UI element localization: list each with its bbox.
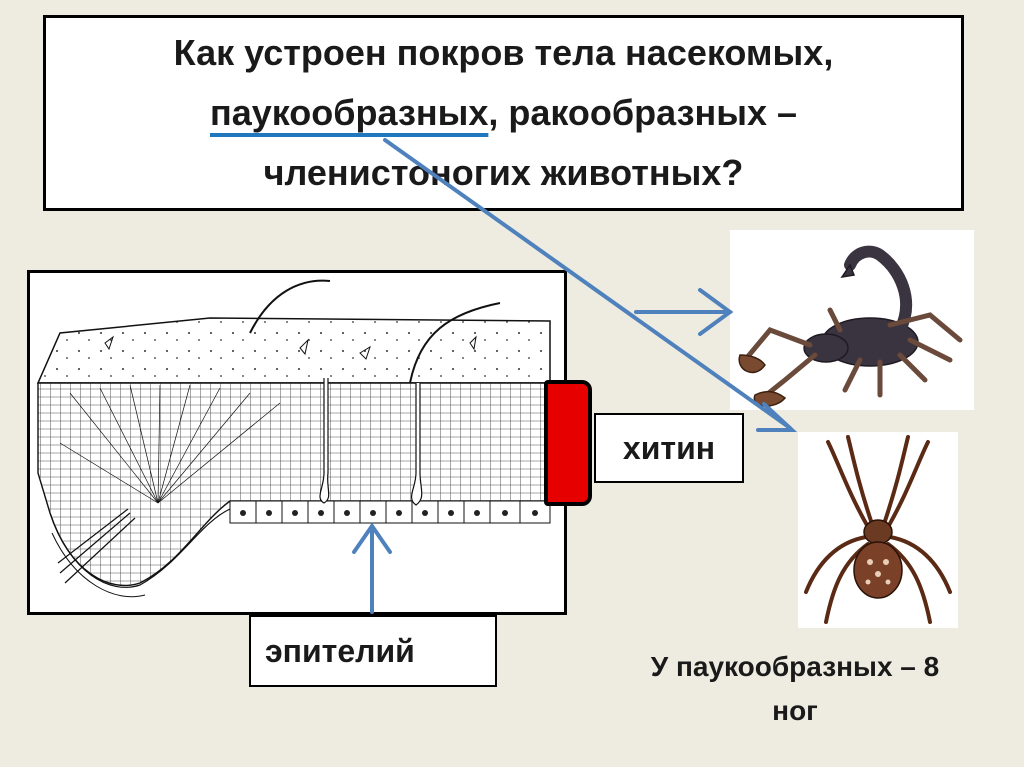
epithelium-label-box: эпителий [249, 615, 497, 687]
scorpion-image [730, 230, 974, 410]
legs-caption: У паукообразных – 8 ног [590, 645, 1000, 733]
title-line-2-rest: , ракообразных – [488, 92, 798, 133]
spider-icon [804, 435, 952, 624]
chitin-label: хитин [622, 429, 716, 466]
scorpion-icon [738, 245, 963, 407]
title-line-1: Как устроен покров тела насекомых, [173, 32, 834, 73]
title-underlined-word: паукообразных [209, 92, 489, 133]
caption-line-2: ног [772, 695, 818, 726]
cuticle-diagram [27, 270, 567, 615]
caption-line-1: У паукообразных – 8 [650, 651, 940, 682]
chitin-marker [544, 380, 592, 506]
arrow-to-scorpion-head [698, 288, 734, 336]
cuticle-cross-section-illustration [36, 279, 551, 598]
title-line-3: членистоногих животных? [263, 152, 744, 193]
epithelium-label: эпителий [265, 632, 415, 669]
title-box: Как устроен покров тела насекомых, пауко… [43, 15, 964, 211]
chitin-label-box: хитин [594, 413, 744, 483]
spider-image [798, 432, 958, 628]
slide-title: Как устроен покров тела насекомых, пауко… [174, 23, 834, 203]
